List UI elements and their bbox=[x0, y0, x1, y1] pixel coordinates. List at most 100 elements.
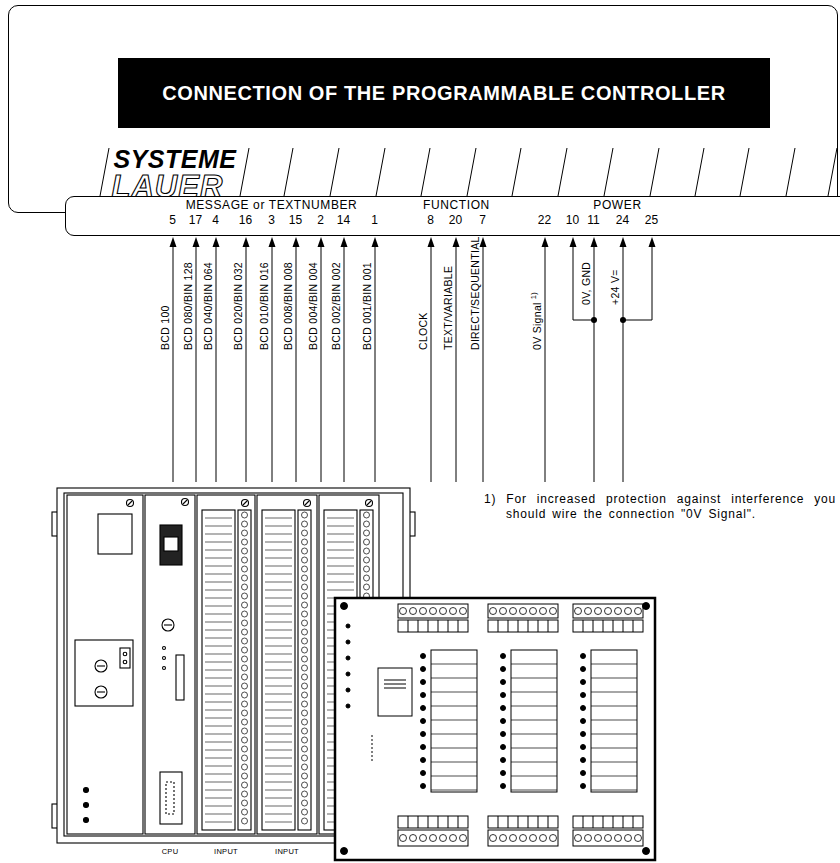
label-line bbox=[265, 766, 292, 767]
terminal-block bbox=[488, 830, 558, 846]
terminal-screw bbox=[635, 835, 642, 842]
relay-divider bbox=[511, 664, 557, 665]
screw-slot bbox=[243, 501, 247, 505]
label-line bbox=[205, 582, 232, 583]
housing-slat bbox=[695, 148, 704, 196]
label-line bbox=[265, 574, 292, 575]
signal-name: +24 V= bbox=[609, 269, 621, 305]
terminal-divider bbox=[583, 816, 584, 828]
relay-led bbox=[501, 745, 506, 750]
module-screw bbox=[304, 500, 311, 507]
terminal-screw bbox=[635, 608, 642, 615]
terminal-block bbox=[573, 604, 643, 618]
mount-hole bbox=[643, 848, 650, 855]
knob-slot bbox=[97, 691, 105, 692]
housing-slat bbox=[284, 148, 293, 196]
label-line bbox=[265, 742, 292, 743]
label-line bbox=[205, 686, 232, 687]
terminal-screw bbox=[520, 835, 527, 842]
status-led bbox=[84, 803, 89, 808]
terminal-block bbox=[573, 830, 643, 846]
terminal-screw bbox=[520, 608, 527, 615]
terminal-screw bbox=[550, 608, 557, 615]
label-line bbox=[265, 606, 292, 607]
junction-dot bbox=[591, 317, 597, 323]
signal-label: BCD 008/BIN 008 bbox=[282, 262, 294, 350]
housing-slat bbox=[828, 148, 837, 196]
label-line bbox=[205, 726, 232, 727]
terminal-hole bbox=[364, 512, 370, 518]
socket-pin bbox=[123, 660, 127, 664]
terminal-hole bbox=[302, 728, 308, 734]
relay-divider bbox=[591, 790, 637, 791]
module-led bbox=[346, 672, 350, 676]
label-line bbox=[265, 774, 292, 775]
pin-number: 7 bbox=[479, 214, 486, 228]
signal-wire bbox=[246, 245, 247, 482]
relay-column bbox=[591, 650, 637, 792]
terminal-divider bbox=[593, 816, 594, 828]
terminal-divider bbox=[418, 620, 419, 632]
power-knob bbox=[95, 660, 107, 672]
chip-line bbox=[384, 688, 406, 689]
pin-number: 15 bbox=[289, 214, 302, 228]
terminal-block bbox=[573, 620, 643, 632]
pin-number: 8 bbox=[427, 214, 434, 228]
terminal-divider bbox=[593, 620, 594, 632]
label-line bbox=[205, 606, 232, 607]
signal-label: BCD 100 bbox=[159, 305, 171, 350]
label-line bbox=[205, 822, 232, 823]
terminal-strip: MESSAGE or TEXTNUMBERFUNCTIONPOWER517416… bbox=[65, 196, 840, 236]
terminal-hole bbox=[242, 773, 248, 779]
pin-number: 20 bbox=[449, 214, 462, 228]
label-line bbox=[205, 526, 232, 527]
signal-name: DIRECT/SEQUENTIAL bbox=[469, 236, 481, 350]
module-led bbox=[346, 640, 350, 644]
label-line bbox=[265, 662, 292, 663]
terminal-hole bbox=[242, 620, 248, 626]
terminal-screw bbox=[450, 835, 457, 842]
terminal-screw bbox=[430, 835, 437, 842]
terminal-hole bbox=[242, 710, 248, 716]
terminal-divider bbox=[548, 816, 549, 828]
relay-led bbox=[421, 693, 426, 698]
signal-wire bbox=[545, 245, 546, 482]
terminal-hole bbox=[302, 647, 308, 653]
input-module bbox=[257, 495, 317, 834]
knob-slot bbox=[97, 665, 105, 666]
label-line bbox=[205, 638, 232, 639]
label-line bbox=[205, 534, 232, 535]
label-line bbox=[265, 718, 292, 719]
signal-wire bbox=[483, 245, 484, 482]
signal-label: +24 V= bbox=[609, 269, 621, 305]
label-line bbox=[265, 590, 292, 591]
terminal-divider bbox=[408, 620, 409, 632]
label-line bbox=[205, 742, 232, 743]
relay-divider bbox=[431, 678, 477, 679]
label-line bbox=[205, 646, 232, 647]
terminal-hole bbox=[302, 791, 308, 797]
cpu-slot bbox=[176, 655, 184, 700]
signal-name: BCD 010/BIN 016 bbox=[258, 262, 270, 350]
label-line bbox=[327, 518, 354, 519]
group-heading: MESSAGE or TEXTNUMBER bbox=[186, 199, 358, 213]
terminal-screw bbox=[400, 608, 407, 615]
relay-led bbox=[581, 771, 586, 776]
label-line bbox=[205, 798, 232, 799]
switch-slot bbox=[164, 624, 172, 625]
pin-number: 24 bbox=[616, 214, 629, 228]
signal-name: BCD 001/BIN 001 bbox=[361, 262, 373, 350]
label-line bbox=[265, 646, 292, 647]
terminal-hole bbox=[302, 575, 308, 581]
signal-name: BCD 004/BIN 004 bbox=[307, 262, 319, 350]
label-line bbox=[205, 774, 232, 775]
label-strip bbox=[262, 510, 295, 830]
signal-label: CLOCK bbox=[417, 312, 429, 350]
pin-number: 10 bbox=[566, 214, 579, 228]
terminal-hole bbox=[302, 665, 308, 671]
relay-led bbox=[581, 693, 586, 698]
label-line bbox=[265, 550, 292, 551]
input-module bbox=[197, 495, 255, 834]
signal-wire bbox=[623, 245, 624, 482]
terminal-hole bbox=[242, 746, 248, 752]
